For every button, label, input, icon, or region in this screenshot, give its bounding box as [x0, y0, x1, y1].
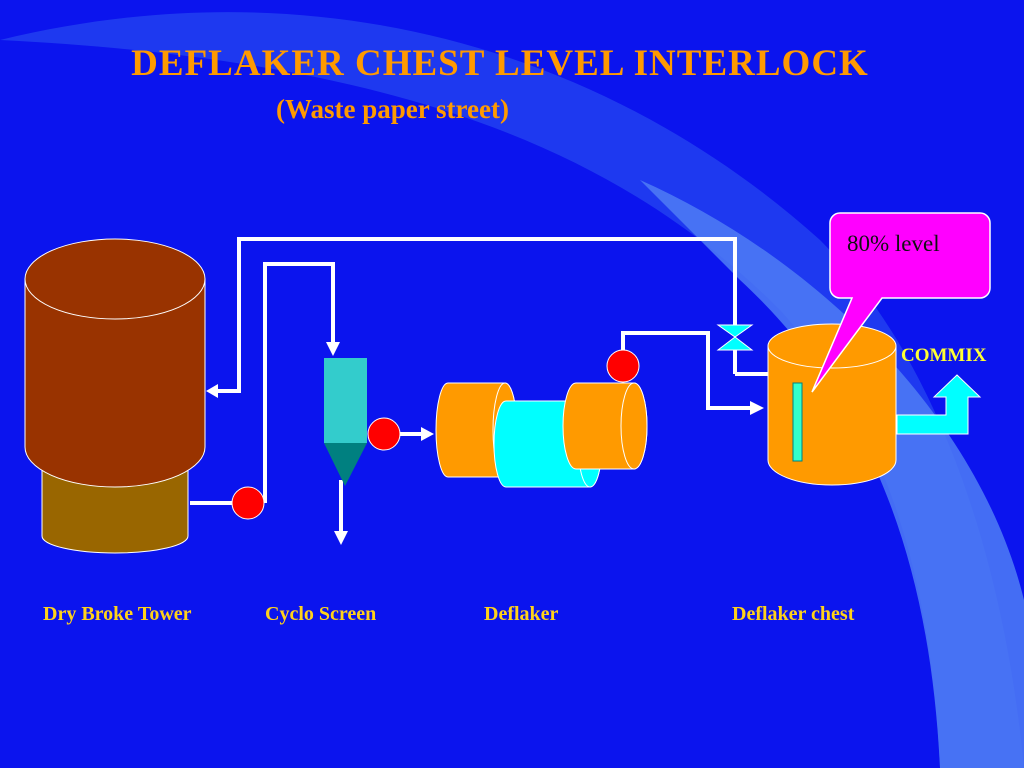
pipe-network: [190, 237, 768, 545]
deflaker-chest: [767, 323, 897, 486]
background-swoosh: [0, 12, 1024, 768]
tower-top: [24, 238, 206, 320]
deflaker-inlet-arrowhead: [421, 427, 434, 441]
deflaker-label: Deflaker: [484, 603, 559, 625]
cyclo-body: [324, 358, 367, 443]
feed-to-cyclo-pipe: [263, 262, 335, 503]
deflaker: [435, 382, 648, 488]
level-indicator: [792, 382, 803, 462]
cyclo-pump: [367, 417, 401, 451]
dry-broke-tower-label: Dry Broke Tower: [43, 603, 192, 625]
control-valve: [716, 324, 754, 351]
commix-outlet-arrow: [896, 374, 982, 435]
slide-title: DEFLAKER CHEST LEVEL INTERLOCK: [131, 43, 869, 84]
slide-subtitle: (Waste paper street): [276, 94, 509, 124]
deflaker-to-chest-pipe: [621, 331, 752, 410]
level-callout-text: 80% level: [847, 231, 940, 256]
cyclo-reject-arrowhead: [334, 531, 348, 545]
tower-body: [24, 278, 206, 488]
cyclo-screen-label: Cyclo Screen: [265, 603, 377, 625]
level-callout: [811, 212, 991, 393]
commix-label: COMMIX: [901, 345, 987, 366]
dry-broke-tower: [24, 238, 206, 554]
cyclo-inlet-arrowhead: [326, 342, 340, 356]
deflaker-pump: [606, 349, 640, 383]
recirculation-arrowhead: [206, 384, 218, 398]
cyclo-screen: [324, 358, 367, 486]
recirculation-pipe: [214, 237, 737, 393]
chest-inlet-arrowhead: [750, 401, 764, 415]
deflaker-chest-label: Deflaker chest: [732, 603, 855, 625]
cyclo-cone: [324, 443, 367, 486]
tower-pump: [231, 486, 265, 520]
